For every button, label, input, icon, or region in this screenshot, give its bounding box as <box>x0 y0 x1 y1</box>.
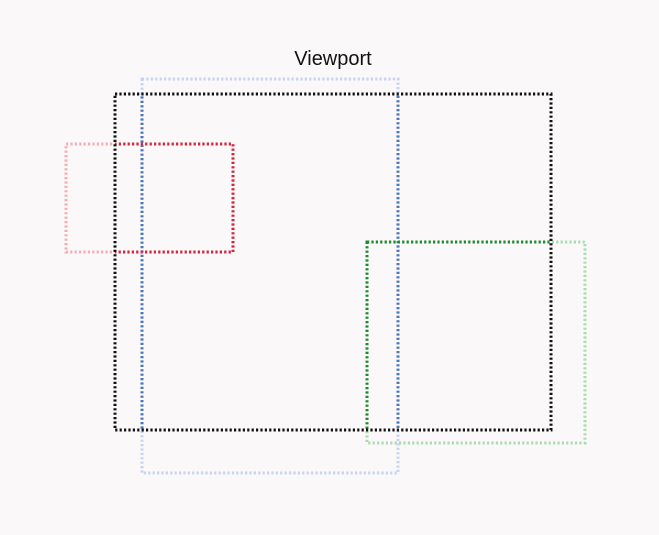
blue-rect-visible <box>140 94 400 430</box>
viewport-title: Viewport <box>294 48 372 70</box>
blue-rect-clipped <box>140 77 400 475</box>
visible-rectangles <box>115 94 551 430</box>
red-rect-clipped <box>64 142 235 254</box>
green-rect-visible <box>365 240 551 430</box>
red-rect-visible <box>115 142 235 254</box>
viewport-frame <box>113 92 553 432</box>
clipped-rectangles <box>64 77 587 475</box>
green-rect-clipped <box>365 240 587 445</box>
